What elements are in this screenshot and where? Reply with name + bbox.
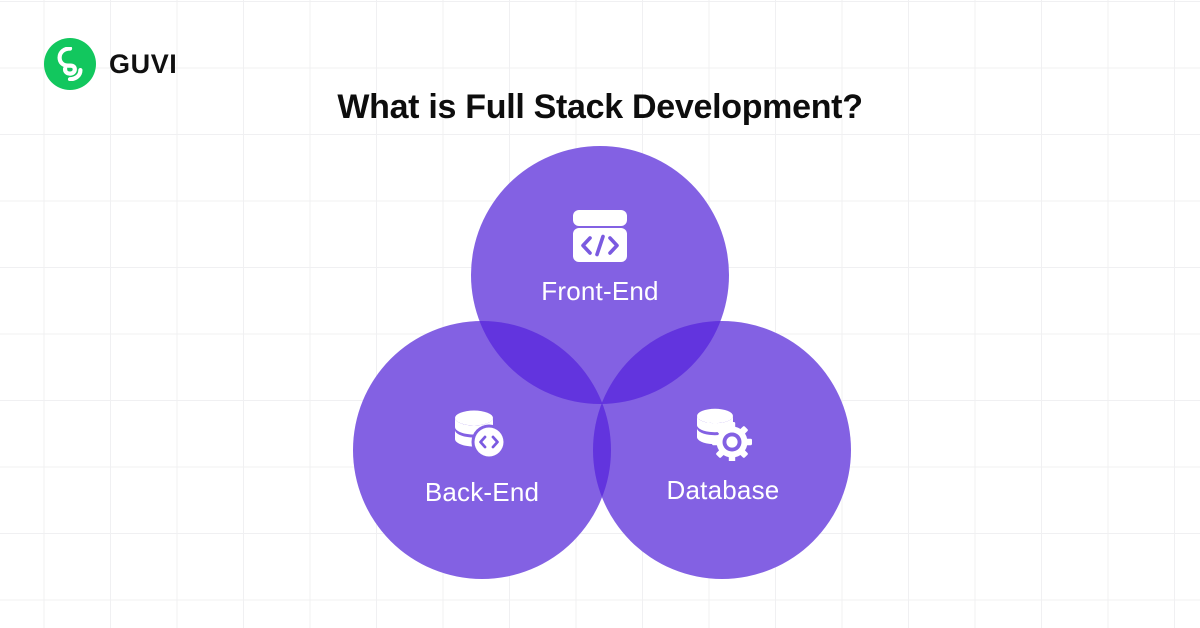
guvi-g-mark-icon: [44, 38, 96, 90]
brand-logo[interactable]: GUVI: [44, 38, 177, 90]
venn-label-front-end: Front-End: [541, 276, 659, 306]
venn-label-database: Database: [666, 475, 780, 505]
brand-wordmark: GUVI: [109, 48, 178, 79]
code-browser-window-icon: [572, 209, 628, 263]
overlap-front-database: [593, 321, 729, 404]
page-title: What is Full Stack Development?: [337, 88, 863, 126]
database-code-icon: [452, 409, 508, 461]
database-gear-icon: [694, 407, 752, 461]
venn-label-back-end: Back-End: [424, 477, 540, 507]
overlap-front-back: [471, 321, 611, 404]
